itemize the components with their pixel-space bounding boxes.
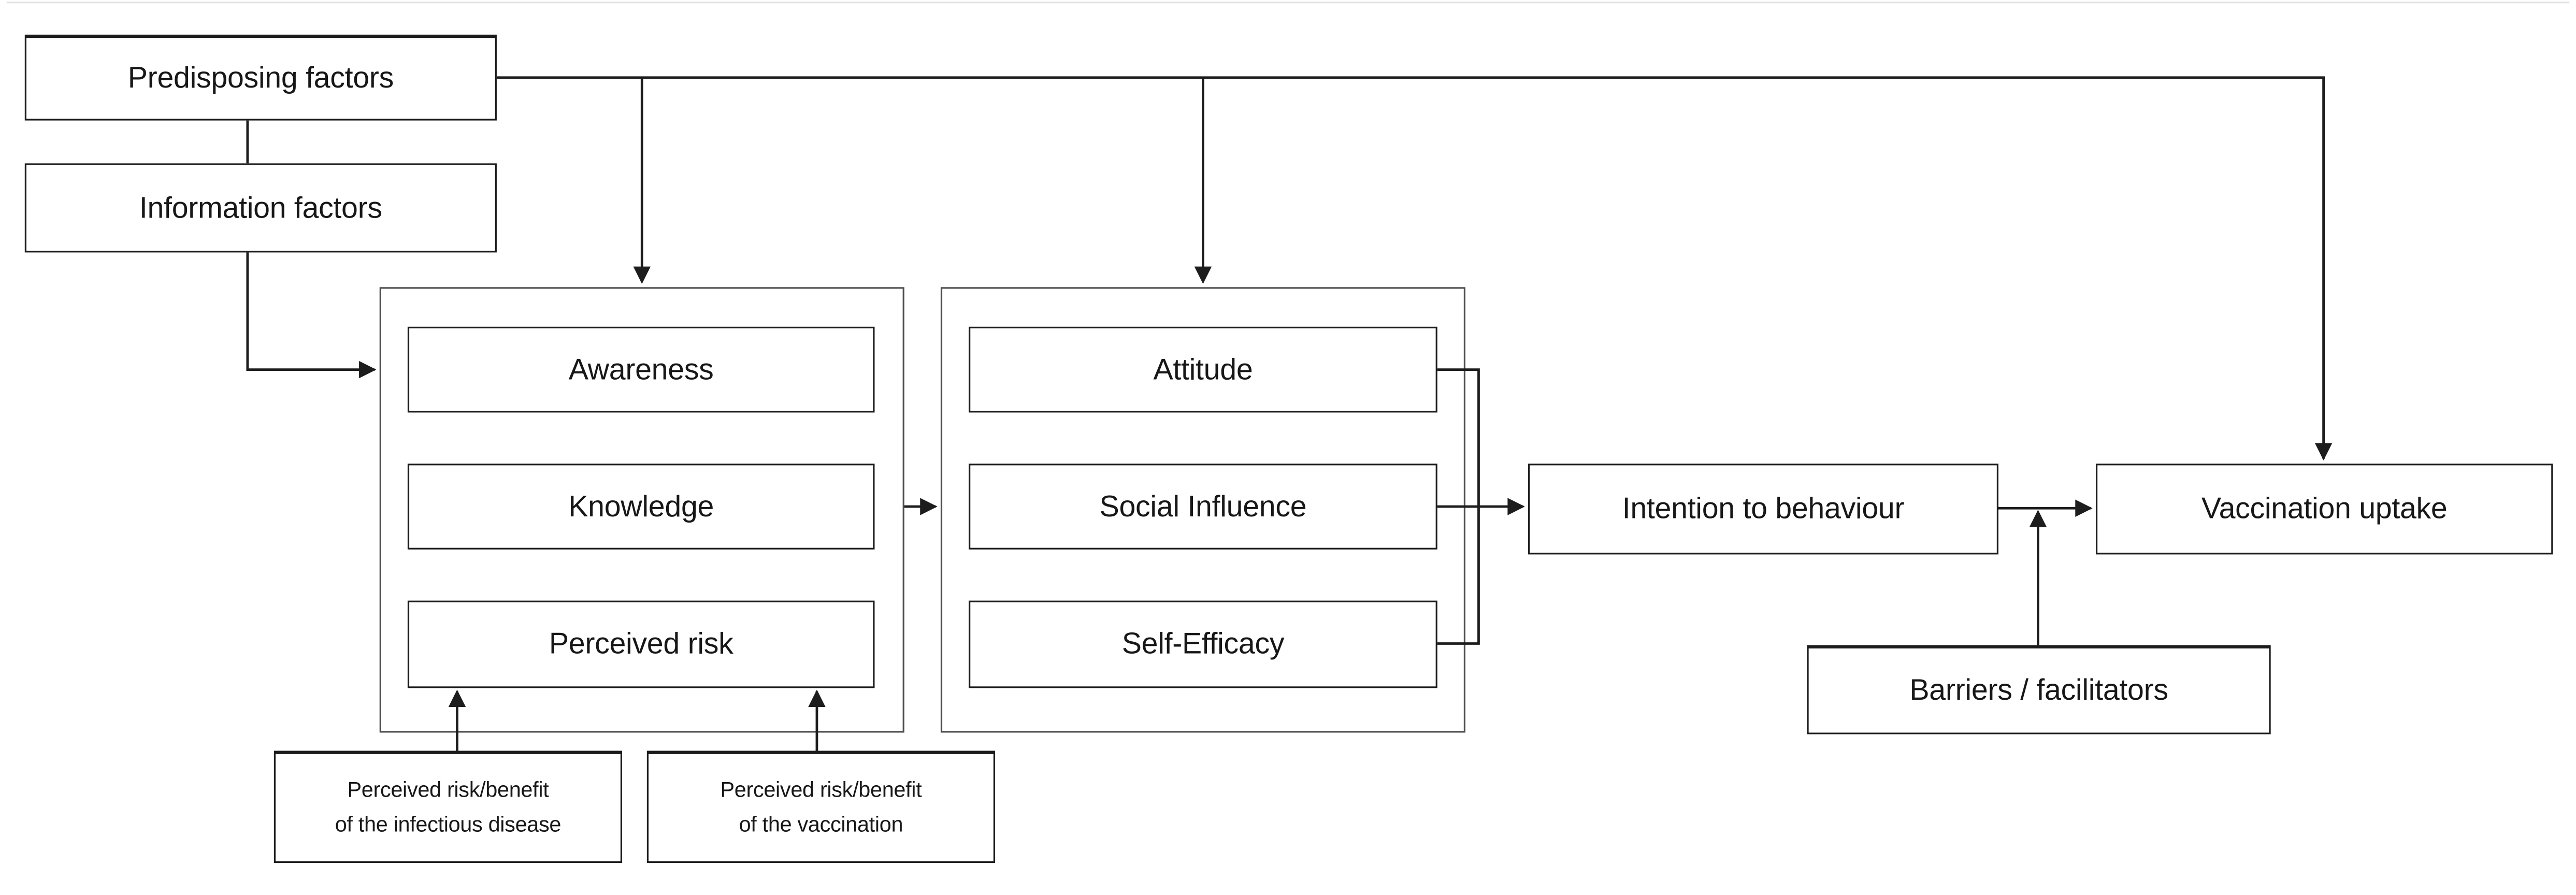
node-label: Perceived risk — [549, 627, 733, 660]
node-label-line2: of the vaccination — [739, 811, 903, 836]
node-label: Vaccination uptake — [2201, 492, 2448, 525]
node-vaccination-uptake: Vaccination uptake — [2095, 464, 2553, 555]
node-perceived-risk: Perceived risk — [407, 600, 875, 688]
node-label: Social Influence — [1099, 489, 1307, 523]
node-label: Intention to behaviour — [1622, 492, 1905, 525]
node-barriers-facilitators: Barriers / facilitators — [1807, 645, 2271, 734]
node-label: Knowledge — [568, 489, 714, 523]
node-information-factors: Information factors — [24, 163, 497, 253]
node-label-line1: Perceived risk/benefit — [347, 777, 549, 803]
node-label: Awareness — [568, 352, 714, 386]
node-label: Information factors — [139, 191, 382, 224]
node-perceived-riskbenefit-vaccination: Perceived risk/benefit of the vaccinatio… — [646, 750, 996, 863]
node-awareness: Awareness — [407, 326, 875, 413]
node-knowledge: Knowledge — [407, 464, 875, 550]
node-label: Barriers / facilitators — [1909, 673, 2168, 707]
arrow-predisposing-to-vaccination — [496, 76, 2333, 460]
node-label: Attitude — [1153, 352, 1253, 386]
node-predisposing-factors: Predisposing factors — [24, 34, 497, 121]
arrow-information-to-cognitions-group — [246, 252, 377, 379]
node-self-efficacy: Self-Efficacy — [969, 600, 1437, 688]
node-intention-to-behaviour: Intention to behaviour — [1528, 464, 1999, 555]
node-social-influence: Social Influence — [969, 464, 1437, 550]
node-label: Predisposing factors — [127, 61, 394, 95]
node-perceived-riskbenefit-disease: Perceived risk/benefit of the infectious… — [274, 750, 623, 863]
scan-artifact-line — [6, 2, 2570, 4]
node-label: Self-Efficacy — [1121, 627, 1285, 660]
node-label-line1: Perceived risk/benefit — [720, 777, 922, 803]
node-attitude: Attitude — [969, 326, 1437, 413]
node-label-line2: of the infectious disease — [335, 811, 562, 836]
